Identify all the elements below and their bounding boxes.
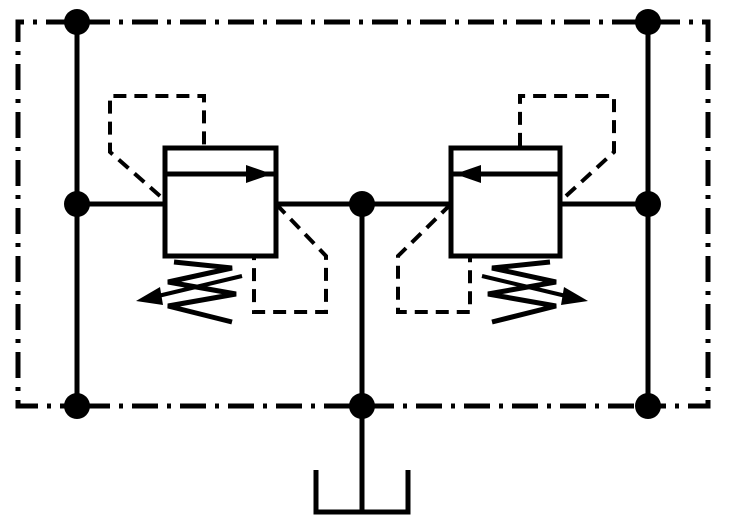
junction-dot-top-left bbox=[64, 9, 90, 35]
pilot-line-left bbox=[108, 94, 206, 198]
flow-arrow-head-left bbox=[246, 165, 272, 183]
spring-left bbox=[167, 259, 237, 325]
spring-adjust-arrow-left bbox=[157, 274, 243, 298]
junction-dot-top-right bbox=[635, 9, 661, 35]
junction-dot-mid-right bbox=[635, 191, 661, 217]
spring-adjust-arrowhead-left bbox=[136, 287, 163, 305]
drain-line-right bbox=[396, 202, 472, 314]
pilot-line-right bbox=[518, 94, 616, 198]
valve-body-right bbox=[448, 145, 563, 259]
boundary-left-segment bbox=[15, 19, 72, 409]
junction-dot-mid-left bbox=[64, 191, 90, 217]
junction-dots bbox=[64, 9, 661, 419]
relief-valve-left bbox=[108, 94, 328, 325]
boundary-right-segment bbox=[654, 19, 711, 409]
spring-adjust-arrowhead-right bbox=[561, 287, 588, 305]
spring-adjust-arrow-right bbox=[481, 274, 567, 298]
junction-dot-bottom-center bbox=[349, 393, 375, 419]
junction-dot-center bbox=[349, 191, 375, 217]
junction-dot-bottom-left bbox=[64, 393, 90, 419]
tank-symbol bbox=[313, 470, 411, 515]
drain-line-left bbox=[252, 202, 328, 314]
spring-right bbox=[487, 259, 557, 325]
assembly-boundary bbox=[15, 19, 711, 409]
valve-body-left bbox=[162, 145, 279, 259]
junction-dot-bottom-right bbox=[635, 393, 661, 419]
relief-valve-right bbox=[396, 94, 616, 325]
flow-arrow-head-right bbox=[455, 165, 481, 183]
